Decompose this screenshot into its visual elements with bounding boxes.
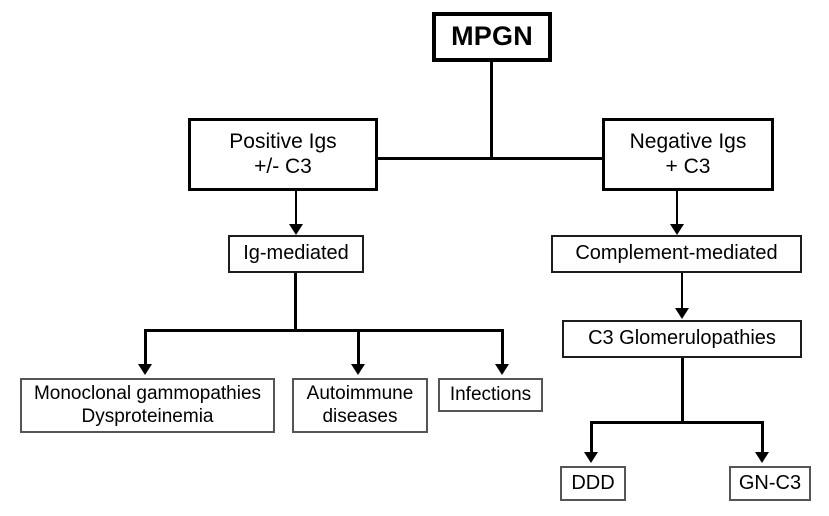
edge-mpgn-stem	[490, 62, 493, 160]
edge-drop-autoimmune	[357, 329, 360, 365]
node-ig-mediated[interactable]: Ig-mediated	[228, 235, 364, 273]
node-negative-igs[interactable]: Negative Igs + C3	[602, 118, 774, 191]
edge-level2-bus	[378, 157, 602, 160]
edge-ig-mediated-bus	[144, 329, 504, 332]
node-complement-mediated[interactable]: Complement-mediated	[551, 235, 802, 273]
arrowhead-complement-mediated	[670, 224, 684, 235]
node-positive-igs[interactable]: Positive Igs +/- C3	[188, 118, 378, 191]
node-gn-c3[interactable]: GN-C3	[729, 466, 811, 501]
node-c3-glomerulopathies[interactable]: C3 Glomerulopathies	[562, 320, 802, 358]
node-autoimmune-diseases[interactable]: Autoimmune diseases	[292, 378, 428, 433]
node-monoclonal-gammopathies[interactable]: Monoclonal gammopathies Dysproteinemia	[20, 378, 275, 433]
edge-ig-mediated-stem	[294, 273, 297, 331]
edge-positive-to-ig-mediated	[295, 191, 297, 225]
edge-drop-gn-c3	[761, 421, 764, 453]
arrowhead-monoclonal-gammopathies	[138, 364, 152, 375]
edge-c3-stem	[681, 358, 684, 422]
arrowhead-gn-c3	[755, 452, 769, 463]
arrowhead-infections	[495, 364, 509, 375]
arrowhead-autoimmune-diseases	[351, 364, 365, 375]
arrowhead-c3-glomerulopathies	[675, 308, 689, 319]
arrowhead-ddd	[584, 452, 598, 463]
edge-c3-bus	[590, 421, 764, 424]
edge-drop-infections	[501, 329, 504, 365]
edge-complement-to-c3	[681, 273, 683, 309]
node-ddd[interactable]: DDD	[560, 466, 626, 501]
arrowhead-ig-mediated	[289, 224, 303, 235]
node-mpgn[interactable]: MPGN	[432, 12, 552, 62]
edge-drop-monoclonal	[144, 329, 147, 365]
edge-drop-ddd	[590, 421, 593, 453]
node-infections[interactable]: Infections	[438, 378, 543, 412]
edge-negative-to-complement	[676, 191, 678, 225]
